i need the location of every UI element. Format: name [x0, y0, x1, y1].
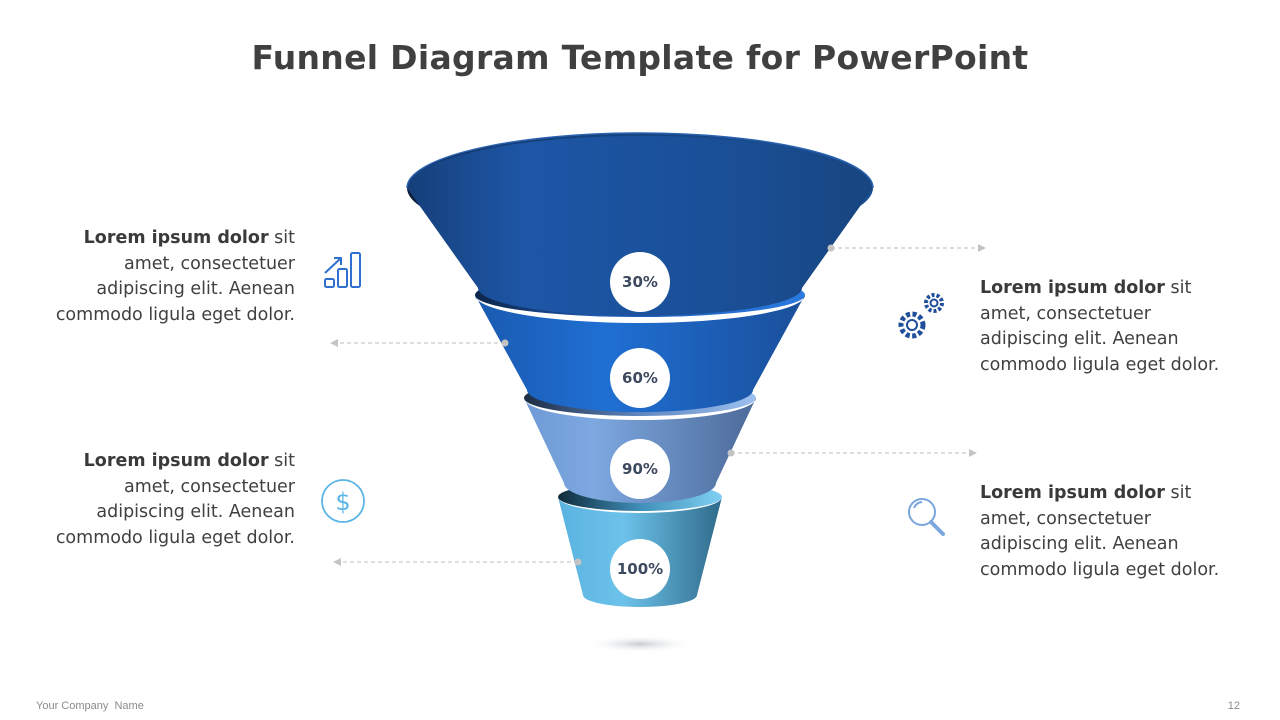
svg-text:30%: 30% — [622, 273, 658, 291]
svg-text:90%: 90% — [622, 460, 658, 478]
leader-line-4 — [333, 558, 582, 566]
text-block-4: Lorem ipsum dolor sit amet, consectetuer… — [980, 483, 1220, 580]
stage-badge-2: 60% — [610, 348, 670, 408]
bar-chart-growth-icon — [324, 252, 361, 288]
leader-line-3 — [727, 449, 977, 457]
leader-line-2 — [330, 339, 509, 347]
funnel-stage-1[interactable] — [406, 132, 874, 316]
svg-text:100%: 100% — [617, 560, 663, 578]
svg-text:60%: 60% — [622, 369, 658, 387]
stage-badge-3: 90% — [610, 439, 670, 499]
page-number: 12 — [1227, 700, 1240, 712]
text-block-1: Lorem ipsum dolor sit amet, consectetuer… — [55, 228, 295, 325]
search-icon — [908, 498, 945, 536]
stage-badge-4: 100% — [610, 539, 670, 599]
svg-text:$: $ — [335, 488, 350, 516]
text-block-2: Lorem ipsum dolor sit amet, consectetuer… — [980, 278, 1220, 375]
stage-badge-1: 30% — [610, 252, 670, 312]
gears-icon — [898, 293, 944, 339]
text-block-3: Lorem ipsum dolor sit amet, consectetuer… — [55, 451, 295, 548]
slide-title: Funnel Diagram Template for PowerPoint — [251, 38, 1029, 77]
leader-line-1 — [827, 244, 986, 252]
dollar-icon: $ — [321, 479, 365, 523]
funnel-shadow — [585, 635, 695, 653]
footer-company: Your Company Name — [36, 700, 144, 712]
